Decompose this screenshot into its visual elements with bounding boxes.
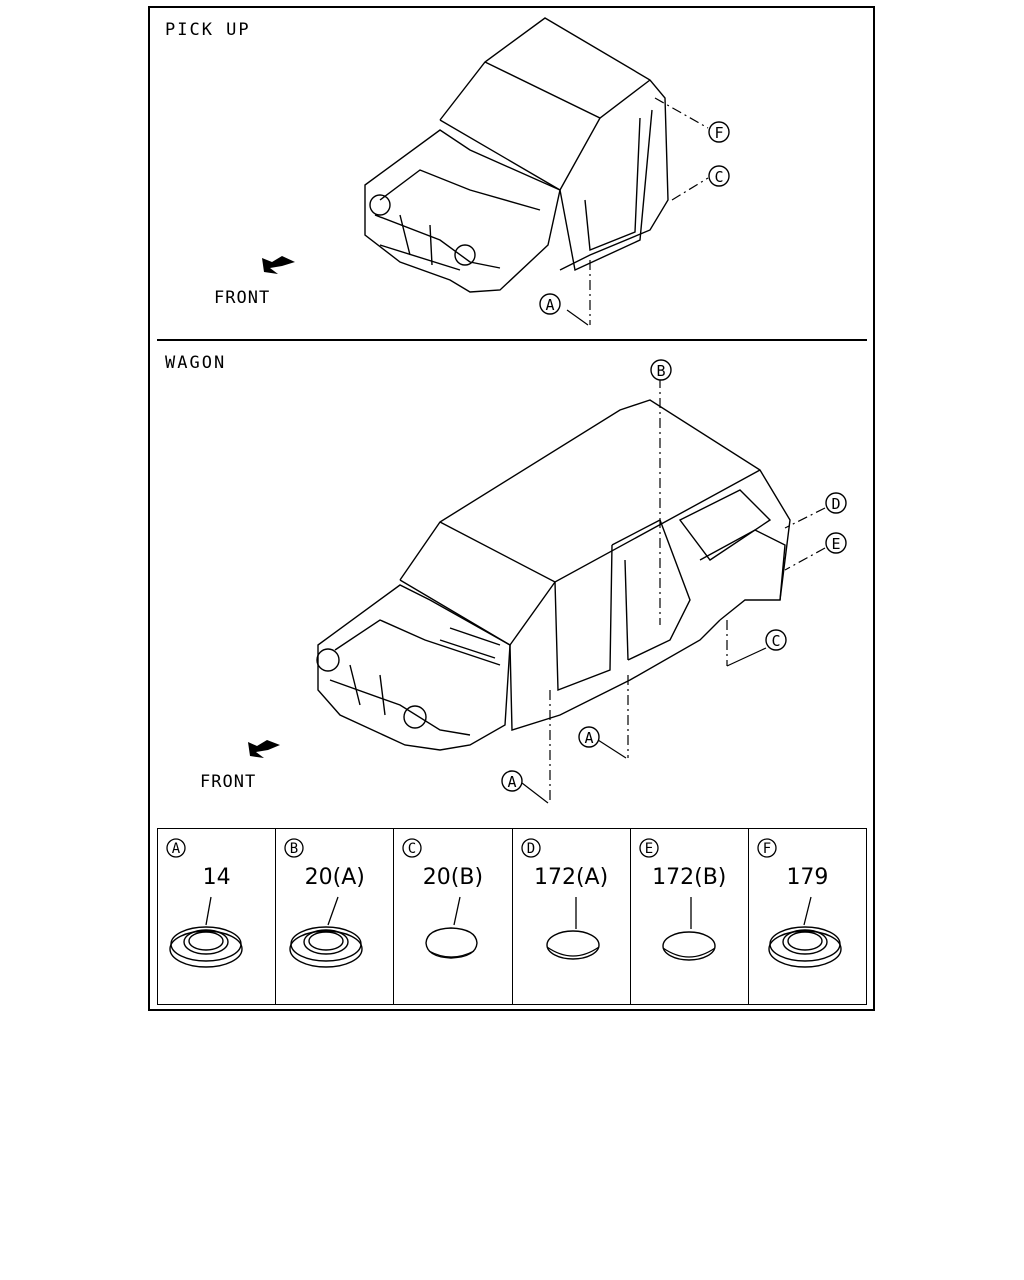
callout-e-icon: E [639,838,659,858]
svg-text:B: B [656,362,665,380]
svg-text:C: C [408,841,416,857]
part-number-f: 179 [786,865,829,890]
part-number-e: 172(B) [652,865,727,890]
legend-cell-d: D 172(A) [511,829,630,1004]
svg-text:F: F [714,124,723,142]
svg-text:C: C [714,168,723,186]
legend-cell-c: C 20(B) [393,829,511,1004]
svg-text:C: C [771,632,780,650]
pickup-callout-c: C [708,165,730,187]
svg-text:A: A [507,773,516,791]
legend-cell-e: E 172(B) [629,829,748,1004]
grommet-icon [768,896,842,968]
wagon-callout-a-lower: A [501,770,523,792]
grommet-icon [289,896,363,968]
svg-text:F: F [763,841,771,857]
callout-f-icon: F [757,838,777,858]
svg-text:D: D [526,841,534,857]
svg-text:E: E [831,535,840,553]
legend-cell-b: B 20(A) [275,829,393,1004]
legend-cell-a: A 14 [158,829,275,1004]
grommet-icon [169,896,243,968]
dome-plug-icon [425,896,479,959]
diagram-frame [148,6,875,1011]
pickup-front-label: FRONT [214,288,271,308]
part-number-d: 172(A) [533,865,609,890]
wagon-callout-c: C [765,629,787,651]
pickup-title: PICK UP [165,20,251,40]
callout-a-icon: A [166,838,186,858]
wagon-callout-b: B [650,359,672,381]
parts-legend: A 14 B 20(A) C 20(B) D 172(A) [157,828,867,1005]
callout-c-icon: C [402,838,422,858]
pickup-body-drawing: F C A [262,17,730,326]
wagon-callout-a-upper: A [578,726,600,748]
callout-b-icon: B [284,838,304,858]
wagon-body-drawing: B D E C A A [248,359,847,804]
svg-text:B: B [290,841,298,857]
legend-cell-f: F 179 [747,829,866,1004]
section-divider [157,339,867,341]
svg-text:A: A [172,841,181,857]
flat-plug-icon [661,897,716,961]
svg-text:D: D [831,495,840,513]
svg-text:E: E [644,841,652,857]
wagon-front-label: FRONT [200,772,257,792]
pickup-callout-a: A [539,293,561,315]
part-number-b: 20(A) [304,865,365,890]
pickup-callout-f: F [708,121,730,143]
callout-d-icon: D [520,838,541,858]
wagon-title: WAGON [165,353,227,373]
part-number-a: 14 [202,865,231,890]
flat-plug-icon [545,897,600,960]
wagon-callout-e: E [825,532,847,554]
wagon-callout-d: D [825,492,847,514]
part-number-c: 20(B) [422,865,484,890]
svg-text:A: A [584,729,593,747]
svg-text:A: A [545,296,554,314]
